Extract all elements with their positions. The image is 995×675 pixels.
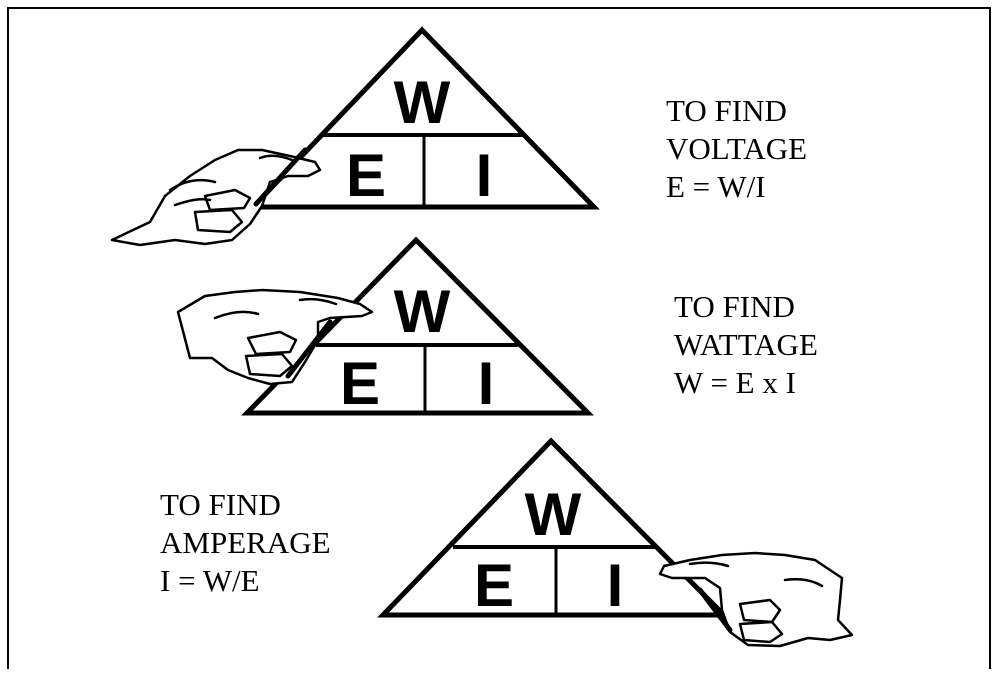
caption-formula: I = W/E bbox=[160, 563, 260, 598]
triangle-top-letter: W bbox=[394, 69, 451, 136]
caption-voltage: TO FIND VOLTAGE E = W/I bbox=[666, 92, 807, 206]
caption-quantity: WATTAGE bbox=[674, 327, 818, 362]
triangle-left-letter: E bbox=[340, 350, 380, 417]
pointing-hand-icon bbox=[110, 147, 322, 247]
diagram-frame bbox=[7, 7, 991, 669]
caption-amperage: TO FIND AMPERAGE I = W/E bbox=[160, 486, 331, 600]
pointing-hand-icon bbox=[176, 288, 374, 386]
caption-quantity: AMPERAGE bbox=[160, 525, 331, 560]
caption-heading: TO FIND bbox=[674, 289, 795, 324]
triangle-left-letter: E bbox=[346, 142, 386, 209]
caption-quantity: VOLTAGE bbox=[666, 131, 808, 166]
triangle-wattage: W E I bbox=[241, 236, 595, 417]
caption-formula: E = W/I bbox=[666, 169, 766, 204]
caption-heading: TO FIND bbox=[160, 487, 281, 522]
triangle-right-letter: I bbox=[476, 142, 493, 209]
triangle-voltage: W E I bbox=[247, 26, 600, 210]
triangle-right-letter: I bbox=[478, 350, 495, 417]
caption-heading: TO FIND bbox=[666, 93, 787, 128]
pointing-hand-icon bbox=[658, 551, 854, 648]
triangle-left-letter: E bbox=[474, 552, 514, 619]
triangle-amperage: W E I bbox=[377, 437, 731, 619]
caption-formula: W = E x I bbox=[674, 365, 796, 400]
caption-wattage: TO FIND WATTAGE W = E x I bbox=[674, 288, 818, 402]
triangle-top-letter: W bbox=[525, 481, 582, 548]
triangle-top-letter: W bbox=[394, 278, 451, 345]
triangle-right-letter: I bbox=[607, 552, 624, 619]
